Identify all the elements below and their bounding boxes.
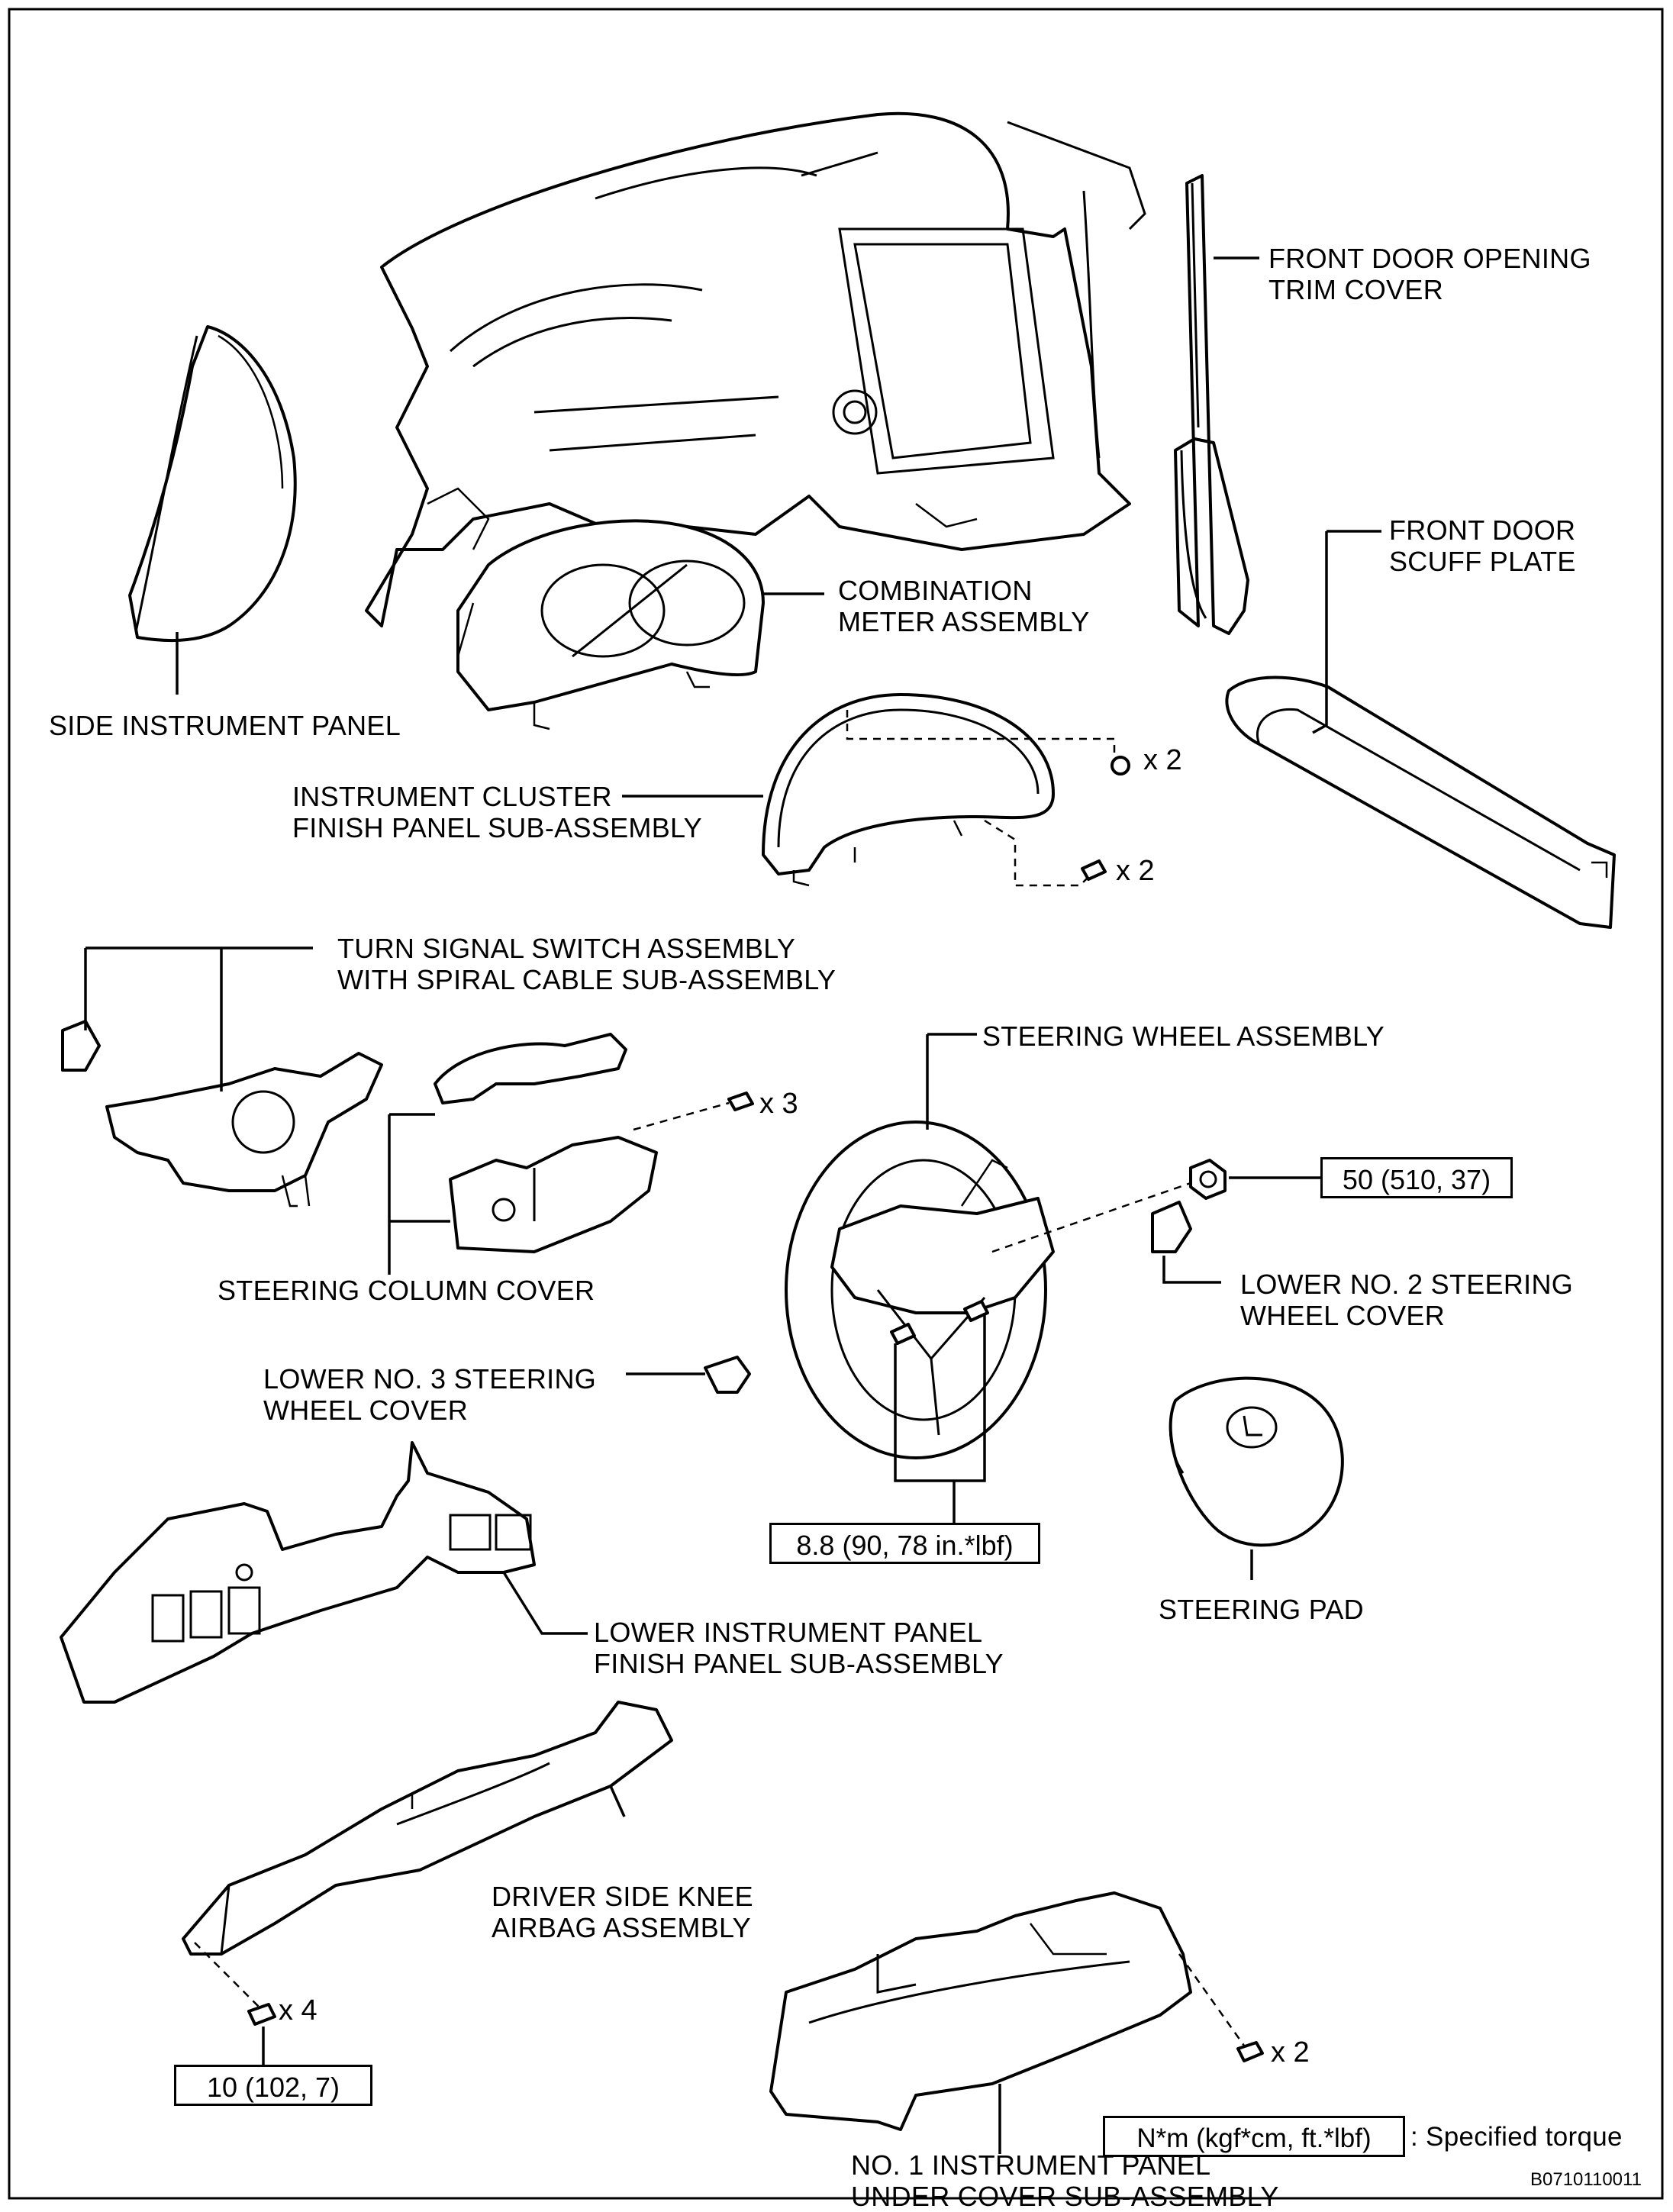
quantity-cluster-screws: x 2	[1116, 855, 1155, 887]
instrument-cluster-finish-panel-label: INSTRUMENT CLUSTER FINISH PANEL SUB-ASSE…	[292, 781, 702, 843]
screw-icon	[1236, 2041, 1264, 2062]
steering-column-cover-label: STEERING COLUMN COVER	[218, 1275, 595, 1306]
lower-no3-cover-illustration	[704, 1356, 751, 1394]
steering-column-cover-illustration	[434, 1033, 658, 1253]
quantity-column-cover-screws: x 3	[759, 1088, 798, 1120]
driver-side-knee-airbag-illustration	[182, 1701, 673, 1956]
no1-instrument-panel-under-cover-label: NO. 1 INSTRUMENT PANEL UNDER COVER SUB-A…	[851, 2149, 1279, 2212]
lower-no3-steering-wheel-cover-label: LOWER NO. 3 STEERING WHEEL COVER	[263, 1363, 596, 1426]
label-line: LOWER NO. 2 STEERING	[1240, 1269, 1574, 1300]
page-frame	[8, 8, 1664, 2200]
steering-pad-label: STEERING PAD	[1159, 1594, 1364, 1625]
front-door-scuff-plate-label: FRONT DOOR SCUFF PLATE	[1389, 514, 1576, 577]
turn-signal-switch-illustration	[61, 1020, 383, 1208]
combination-meter-illustration	[456, 519, 765, 730]
label-line: STEERING PAD	[1159, 1594, 1364, 1625]
torque-box-steering-pad-screws: 8.8 (90, 78 in.*lbf)	[769, 1523, 1040, 1564]
label-line: STEERING COLUMN COVER	[218, 1275, 595, 1306]
label-line: FRONT DOOR OPENING	[1268, 243, 1591, 274]
label-line: WITH SPIRAL CABLE SUB-ASSEMBLY	[337, 964, 836, 995]
screw-icon	[890, 1323, 916, 1345]
label-line: WHEEL COVER	[1240, 1300, 1446, 1331]
label-line: LOWER INSTRUMENT PANEL	[594, 1617, 983, 1648]
driver-side-knee-airbag-label: DRIVER SIDE KNEE AIRBAG ASSEMBLY	[492, 1881, 753, 1943]
torque-box-knee-airbag-bolts: 10 (102, 7)	[174, 2065, 372, 2106]
label-line: FINISH PANEL SUB-ASSEMBLY	[292, 812, 702, 843]
leader-lines	[84, 256, 1381, 2154]
label-line: LOWER NO. 3 STEERING	[263, 1363, 597, 1395]
steering-wheel-assembly-label: STEERING WHEEL ASSEMBLY	[982, 1021, 1384, 1052]
bolt-icon	[247, 2003, 276, 2026]
label-line: AIRBAG ASSEMBLY	[492, 1912, 751, 1943]
label-line: DRIVER SIDE KNEE	[492, 1881, 753, 1912]
label-line: COMBINATION	[838, 575, 1033, 606]
torque-box-steering-wheel-nut: 50 (510, 37)	[1320, 1157, 1513, 1198]
label-line: SIDE INSTRUMENT PANEL	[49, 710, 401, 741]
label-line: TURN SIGNAL SWITCH ASSEMBLY	[337, 933, 796, 964]
lower-instrument-panel-finish-panel-illustration	[60, 1441, 536, 1704]
label-line: TRIM COVER	[1268, 274, 1444, 305]
label-line: STEERING WHEEL ASSEMBLY	[982, 1021, 1385, 1052]
side-instrument-panel-illustration	[128, 325, 297, 643]
label-line: FRONT DOOR	[1389, 514, 1576, 546]
steering-wheel-illustration	[785, 1121, 1055, 1459]
front-door-scuff-plate-illustration	[1225, 676, 1616, 929]
instrument-panel-illustration	[365, 111, 1146, 627]
quantity-under-cover-screws: x 2	[1271, 2036, 1310, 2069]
front-door-opening-trim-cover-illustration	[1174, 174, 1249, 635]
nut-icon	[1189, 1159, 1227, 1200]
legend-description: : Specified torque	[1410, 2122, 1623, 2152]
screw-icon	[963, 1300, 989, 1322]
screw-icon	[727, 1091, 754, 1111]
quantity-knee-airbag-bolts: x 4	[279, 1994, 318, 2027]
turn-signal-switch-label: TURN SIGNAL SWITCH ASSEMBLY WITH SPIRAL …	[337, 933, 836, 995]
screw-icon	[1081, 859, 1107, 881]
no1-instrument-panel-under-cover-illustration	[769, 1891, 1192, 2131]
lower-no2-cover-illustration	[1151, 1201, 1192, 1253]
legend-unit-box: N*m (kgf*cm, ft.*lbf)	[1103, 2116, 1405, 2157]
front-door-opening-trim-cover-label: FRONT DOOR OPENING TRIM COVER	[1268, 243, 1591, 305]
label-line: INSTRUMENT CLUSTER	[292, 781, 612, 812]
clip-icon	[1110, 756, 1130, 775]
steering-pad-illustration	[1169, 1376, 1344, 1547]
label-line: FINISH PANEL SUB-ASSEMBLY	[594, 1648, 1004, 1679]
lower-instrument-panel-finish-panel-label: LOWER INSTRUMENT PANEL FINISH PANEL SUB-…	[594, 1617, 1004, 1679]
instrument-cluster-finish-panel-illustration	[762, 693, 1055, 887]
label-line: WHEEL COVER	[263, 1395, 469, 1426]
lower-no2-steering-wheel-cover-label: LOWER NO. 2 STEERING WHEEL COVER	[1240, 1269, 1573, 1331]
quantity-cluster-clips: x 2	[1143, 744, 1182, 776]
combination-meter-assembly-label: COMBINATION METER ASSEMBLY	[838, 575, 1090, 637]
label-line: METER ASSEMBLY	[838, 606, 1090, 637]
figure-code: B0710110011	[1530, 2169, 1642, 2190]
label-line: SCUFF PLATE	[1389, 546, 1576, 577]
side-instrument-panel-label: SIDE INSTRUMENT PANEL	[49, 710, 401, 741]
label-line: UNDER COVER SUB-ASSEMBLY	[851, 2181, 1279, 2212]
fastener-dashed-lines	[194, 710, 1246, 2046]
